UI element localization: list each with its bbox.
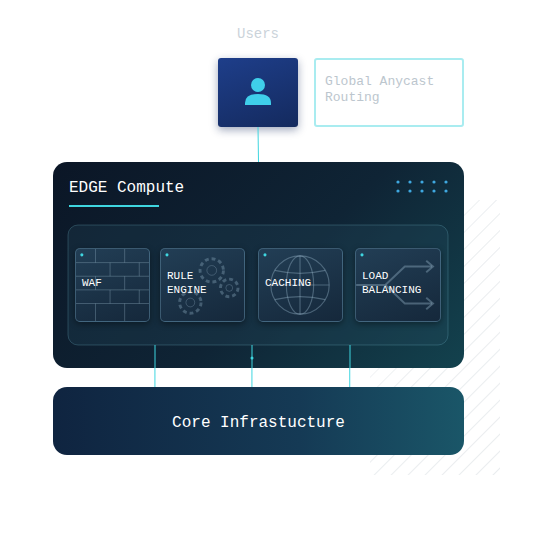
- service-tile: LOAD BALANCING: [355, 248, 441, 322]
- edge-compute-box: EDGE ComputeWAF RULE ENGINE CACHING LOAD BA…: [53, 162, 464, 368]
- user-box: Users: [218, 58, 298, 127]
- service-tile: RULE ENGINE: [160, 248, 245, 322]
- connector-line: [349, 368, 350, 387]
- core-box: Core Infrastucture: [53, 387, 464, 455]
- tile-label: LOAD BALANCING: [362, 270, 438, 298]
- connector-line: [154, 368, 155, 387]
- routing-box: Global Anycast Routing: [314, 58, 464, 127]
- box-title: EDGE Compute: [69, 178, 184, 198]
- service-tile: WAF: [75, 248, 150, 322]
- user-icon: [218, 58, 298, 127]
- tile-label: RULE ENGINE: [167, 270, 231, 298]
- box-label: Global Anycast Routing: [325, 74, 455, 107]
- service-tile: CACHING: [258, 248, 343, 322]
- box-title: Core Infrastucture: [53, 413, 464, 433]
- tile-label: CACHING: [265, 277, 335, 291]
- tile-label: WAF: [82, 277, 146, 291]
- node-heading: Users: [188, 26, 328, 44]
- connector-line: [251, 368, 252, 387]
- connector-line: [258, 127, 260, 162]
